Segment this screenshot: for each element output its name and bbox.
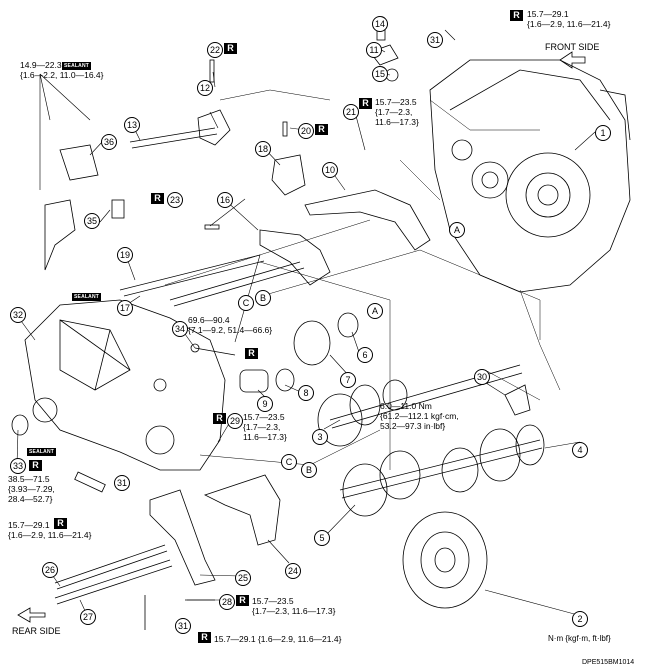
callout-20: 20: [298, 123, 314, 139]
callout-25: 25: [235, 570, 251, 586]
ref-letter-c-fork: C: [281, 454, 297, 470]
torque-34: 69.6—90.4 {7.1—9.2, 51.4—66.6}: [188, 315, 273, 335]
callout-31-bottom: 31: [175, 618, 191, 634]
callout-29: 29: [227, 413, 243, 429]
small-parts: [11, 21, 531, 630]
torque-33: 38.5—71.5 {3.93—7.29, 28.4—52.7}: [8, 474, 55, 504]
callout-7: 7: [340, 372, 356, 388]
torque-29: 15.7—23.5 {1.7—2.3, 11.6—17.3}: [243, 412, 287, 442]
torque-sealant-top: 14.9—22.3 {1.6—2.2, 11.0—16.4}: [20, 60, 104, 80]
callout-14: 14: [372, 16, 388, 32]
rear-side-label: REAR SIDE: [12, 626, 61, 636]
r-mark-31-top: R: [510, 10, 523, 21]
torque-30: 6.0—11.0 Nm {61.2—112.1 kgf·cm, 53.2—97.…: [380, 401, 459, 431]
callout-27: 27: [80, 609, 96, 625]
transaxle-case: [429, 59, 631, 293]
clutch-housing: [24, 299, 226, 471]
torque-31-top: 15.7—29.1 {1.6—2.9, 11.6—21.4}: [527, 9, 611, 29]
callout-10: 10: [322, 162, 338, 178]
callout-18: 18: [255, 141, 271, 157]
reference-lines: [164, 89, 561, 470]
torque-28: 15.7—23.5 {1.7—2.3, 11.6—17.3}: [252, 596, 336, 616]
callout-31-top: 31: [427, 32, 443, 48]
figure-code: DPE515BM1014: [582, 659, 635, 666]
sealant-mark-top: SEALANT: [62, 62, 92, 70]
callout-17: 17: [117, 300, 133, 316]
r-mark-20: R: [315, 124, 328, 135]
callout-21: 21: [343, 104, 359, 120]
shift-forks: [149, 109, 431, 586]
r-mark-22: R: [224, 43, 237, 54]
callout-9: 9: [257, 396, 273, 412]
callout-26: 26: [42, 562, 58, 578]
callout-5: 5: [314, 530, 330, 546]
callout-19: 19: [117, 247, 133, 263]
callout-22: 22: [207, 42, 223, 58]
callout-32: 32: [10, 307, 26, 323]
r-mark-23: R: [151, 193, 164, 204]
ref-letter-a-gear: A: [367, 303, 383, 319]
direction-arrows: [17, 51, 586, 623]
r-mark-33: R: [29, 460, 42, 471]
sealant-mark-32: SEALANT: [72, 293, 102, 301]
ref-letter-a-case: A: [449, 222, 465, 238]
gears: [293, 312, 545, 609]
front-side-label: FRONT SIDE: [545, 42, 600, 52]
callout-30: 30: [474, 369, 490, 385]
callout-13: 13: [124, 117, 140, 133]
callout-15: 15: [372, 66, 388, 82]
ref-letter-c-rod: C: [238, 295, 254, 311]
ref-letter-b-fork: B: [301, 462, 317, 478]
callout-33: 33: [10, 458, 26, 474]
r-mark-21: R: [359, 98, 372, 109]
shift-rods: [54, 127, 305, 605]
r-mark-34: R: [245, 348, 258, 359]
callout-34: 34: [172, 321, 188, 337]
sealant-mark-33: SEALANT: [27, 448, 57, 456]
callout-12: 12: [197, 80, 213, 96]
r-mark-29: R: [213, 413, 226, 424]
callout-23: 23: [167, 192, 183, 208]
callout-16: 16: [217, 192, 233, 208]
callout-4: 4: [572, 442, 588, 458]
callout-2: 2: [572, 611, 588, 627]
torque-31-bottom: 15.7—29.1 {1.6—2.9, 11.6—21.4}: [214, 634, 342, 644]
callout-35: 35: [84, 213, 100, 229]
units-label: N·m {kgf·m, ft·lbf}: [548, 634, 611, 643]
torque-31-left: 15.7—29.1 {1.6—2.9, 11.6—21.4}: [8, 520, 92, 540]
callout-24: 24: [285, 563, 301, 579]
callout-3: 3: [312, 429, 328, 445]
callout-31-mid: 31: [114, 475, 130, 491]
callout-6: 6: [357, 347, 373, 363]
torque-21: 15.7—23.5 {1.7—2.3, 11.6—17.3}: [375, 97, 419, 127]
r-mark-31-mid: R: [54, 518, 67, 529]
callout-28: 28: [219, 594, 235, 610]
ref-letter-b-rod: B: [255, 290, 271, 306]
callout-11: 11: [366, 42, 382, 58]
callout-36: 36: [101, 134, 117, 150]
r-mark-28: R: [236, 595, 249, 606]
r-mark-31-bottom: R: [198, 632, 211, 643]
callout-1: 1: [595, 125, 611, 141]
callout-8: 8: [298, 385, 314, 401]
leader-lines: [15, 17, 596, 616]
